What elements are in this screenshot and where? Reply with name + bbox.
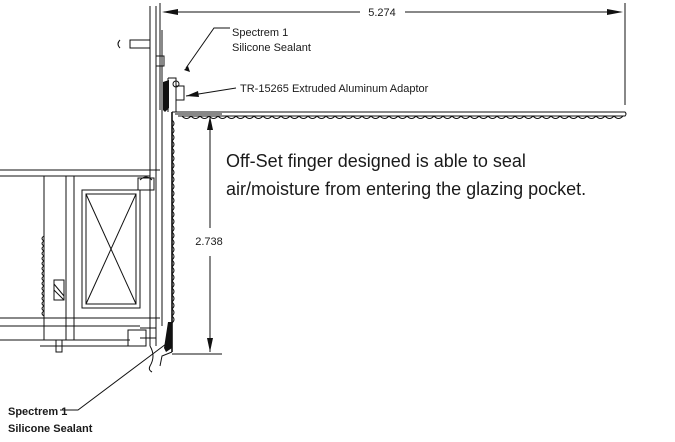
width-dimension: 5.274 xyxy=(159,3,626,110)
flange-serrations xyxy=(181,115,624,119)
setting-block-box xyxy=(85,193,137,305)
box-cross-b xyxy=(85,193,137,305)
arrowhead-right xyxy=(607,9,623,15)
bottom-sealant-bead xyxy=(164,322,172,352)
glass-edge xyxy=(81,189,141,309)
sealant-leader-tip xyxy=(184,66,190,72)
upper-tab xyxy=(156,55,165,67)
callout-text: Spectrem 1 Silicone Sealant TR-15265 Ext… xyxy=(8,27,586,435)
note-line-2: air/moisture from entering the glazing p… xyxy=(226,179,586,199)
arrowhead-left xyxy=(162,9,178,15)
adaptor-label: TR-15265 Extruded Aluminum Adaptor xyxy=(240,83,429,95)
sash-insert-hatch-2 xyxy=(53,289,65,301)
callout-leaders xyxy=(60,27,237,411)
bottom-sealant-label-line2: Silicone Sealant xyxy=(8,423,93,435)
leader-top-sealant xyxy=(185,27,230,69)
fastener-cap xyxy=(117,39,121,49)
hook-bead xyxy=(172,80,180,88)
leg-serrations xyxy=(171,119,175,324)
note-line-1: Off-Set finger designed is able to seal xyxy=(226,151,526,171)
glazing-unit xyxy=(81,176,155,309)
drip-lip xyxy=(148,345,154,373)
sash-serrations xyxy=(41,235,45,317)
arrowhead-bottom xyxy=(207,338,213,352)
top-gasket-curl xyxy=(139,176,153,181)
adaptor-leg xyxy=(159,77,185,367)
arrowhead-top xyxy=(207,116,213,130)
leader-adaptor-arrow xyxy=(186,91,199,97)
top-sealant-label-line2: Silicone Sealant xyxy=(232,42,311,54)
leader-bottom-sealant xyxy=(60,343,167,411)
bottom-return xyxy=(159,351,173,367)
height-dimension-label: 2.738 xyxy=(195,236,223,248)
bottom-gasket xyxy=(140,327,157,339)
adaptor-hook xyxy=(176,85,185,101)
top-sealant-label-line1: Spectrem 1 xyxy=(232,27,288,39)
adaptor-flange xyxy=(172,111,627,119)
bottom-sealant-label-line1: Spectrem 1 xyxy=(8,406,67,418)
fastener-head xyxy=(129,39,151,49)
top-clip xyxy=(167,77,177,112)
top-sealant-bead xyxy=(163,80,169,112)
sill-block xyxy=(127,329,147,347)
sash-frame xyxy=(0,169,160,373)
width-dimension-label: 5.274 xyxy=(368,7,396,19)
height-dimension: 2.738 xyxy=(172,113,223,355)
flange-outline xyxy=(172,111,627,117)
sash-insert-hatch-1 xyxy=(53,283,65,297)
sill-screw xyxy=(55,339,63,353)
